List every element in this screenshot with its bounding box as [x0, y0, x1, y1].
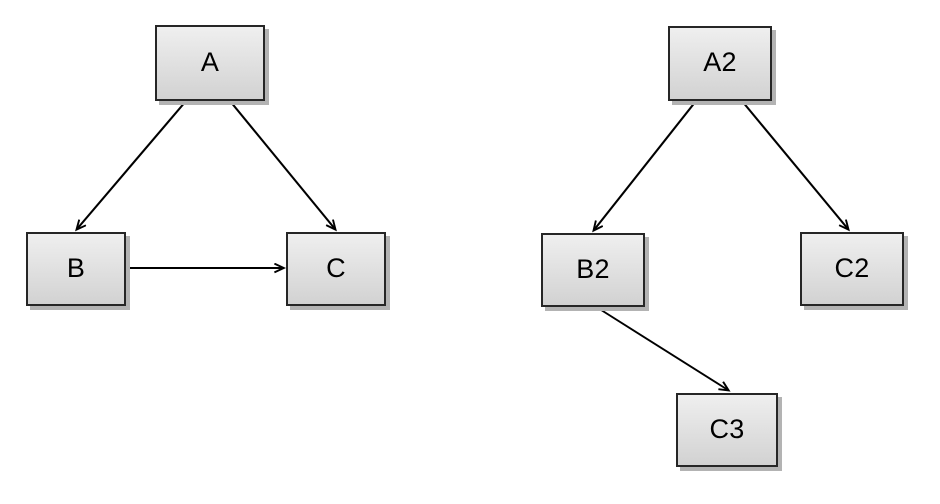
edge-b2-to-c3: [597, 307, 728, 390]
node-b-label: B: [66, 252, 86, 283]
node-c2[interactable]: C2: [800, 232, 904, 306]
node-c-label: C: [326, 252, 346, 283]
edge-a2-to-c2: [741, 100, 848, 229]
node-a2[interactable]: A2: [668, 26, 772, 101]
edge-a2-to-b2: [594, 100, 697, 230]
node-b2-label: B2: [576, 253, 610, 284]
node-a[interactable]: A: [155, 25, 265, 101]
node-c3[interactable]: C3: [676, 393, 778, 467]
node-c3-label: C3: [709, 413, 745, 444]
node-b2[interactable]: B2: [541, 233, 645, 307]
node-b[interactable]: B: [26, 232, 126, 306]
edge-a-to-c: [229, 100, 335, 229]
node-c[interactable]: C: [286, 232, 386, 306]
edges-group: [77, 100, 848, 390]
edge-a-to-b: [77, 100, 187, 229]
node-a2-label: A2: [703, 47, 737, 77]
node-c2-label: C2: [834, 252, 870, 283]
node-a-label: A: [200, 46, 220, 77]
